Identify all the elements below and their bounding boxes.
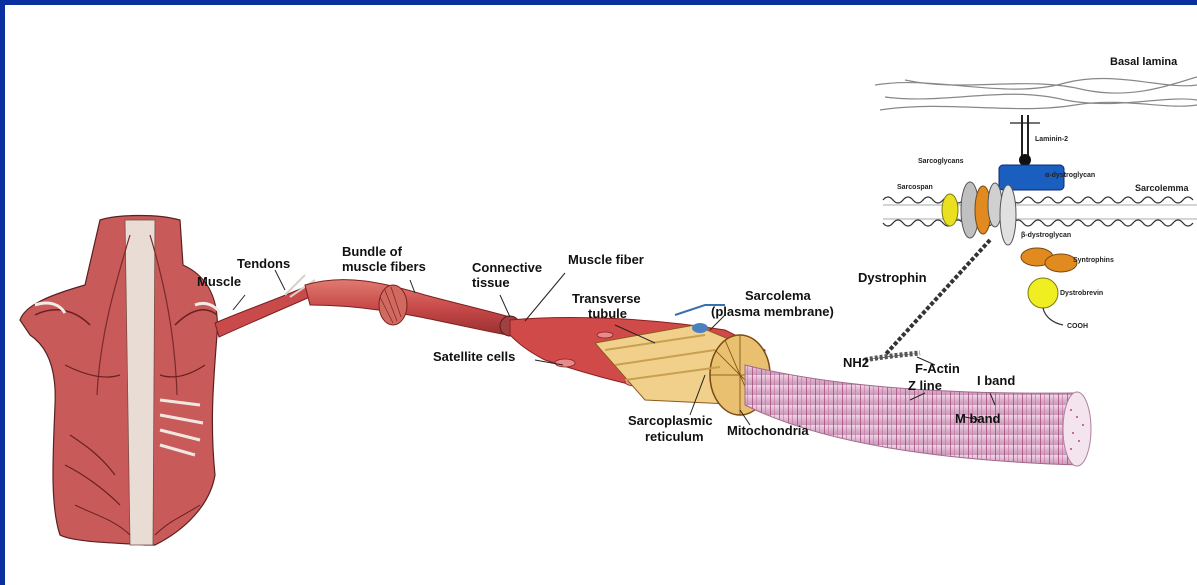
label-bundle-line2: muscle fibers <box>342 259 426 274</box>
label-sarcolemma: Sarcolemma <box>1135 183 1190 193</box>
label-f-actin: F-Actin <box>915 361 960 376</box>
human-back-illustration <box>20 215 220 545</box>
label-connective-line1: Connective <box>472 260 542 275</box>
label-mitochondria: Mitochondria <box>727 423 809 438</box>
diagram-canvas: Basal lamina Laminin-2 Sarcoglycans Sarc… <box>5 5 1197 585</box>
label-transverse-line2: tubule <box>588 306 627 321</box>
label-sarcoplasmic-line2: reticulum <box>645 429 704 444</box>
label-alpha-dystroglycan: α-dystroglycan <box>1045 172 1095 179</box>
label-sarcoplasmic-line1: Sarcoplasmic <box>628 413 713 428</box>
label-transverse-line1: Transverse <box>572 291 641 306</box>
label-laminin: Laminin-2 <box>1035 136 1068 143</box>
label-sarcolema-line2: (plasma membrane) <box>711 304 834 319</box>
label-nh2: NH2 <box>843 355 869 370</box>
muscle-fiber <box>510 305 770 415</box>
label-bundle-line1: Bundle of <box>342 244 403 259</box>
label-syntrophins: Syntrophins <box>1073 257 1114 264</box>
sarcolemma-membrane <box>883 195 1197 231</box>
label-sarcoglycans: Sarcoglycans <box>918 158 964 165</box>
dystrophin-chain <box>865 240 990 360</box>
label-sarcolema-line1: Sarcolema <box>745 288 812 303</box>
label-i-band: I band <box>977 373 1015 388</box>
label-muscle-fiber: Muscle fiber <box>568 252 644 267</box>
label-tendons: Tendons <box>237 256 290 271</box>
muscle-structure-diagram: Basal lamina Laminin-2 Sarcoglycans Sarc… <box>5 5 1197 585</box>
label-beta-dystroglycan: β-dystroglycan <box>1021 232 1071 239</box>
label-muscle: Muscle <box>197 274 241 289</box>
label-dystrophin: Dystrophin <box>858 270 927 285</box>
label-dystrobrevin: Dystrobrevin <box>1060 290 1103 297</box>
label-basal-lamina: Basal lamina <box>1110 56 1178 68</box>
label-m-band: M band <box>955 411 1001 426</box>
label-cooh: COOH <box>1067 323 1088 330</box>
basal-lamina-fibers <box>875 77 1197 110</box>
label-z-line: Z line <box>908 378 942 393</box>
label-connective-line2: tissue <box>472 275 510 290</box>
label-satellite-cells: Satellite cells <box>433 349 515 364</box>
label-sarcospan: Sarcospan <box>897 184 933 191</box>
